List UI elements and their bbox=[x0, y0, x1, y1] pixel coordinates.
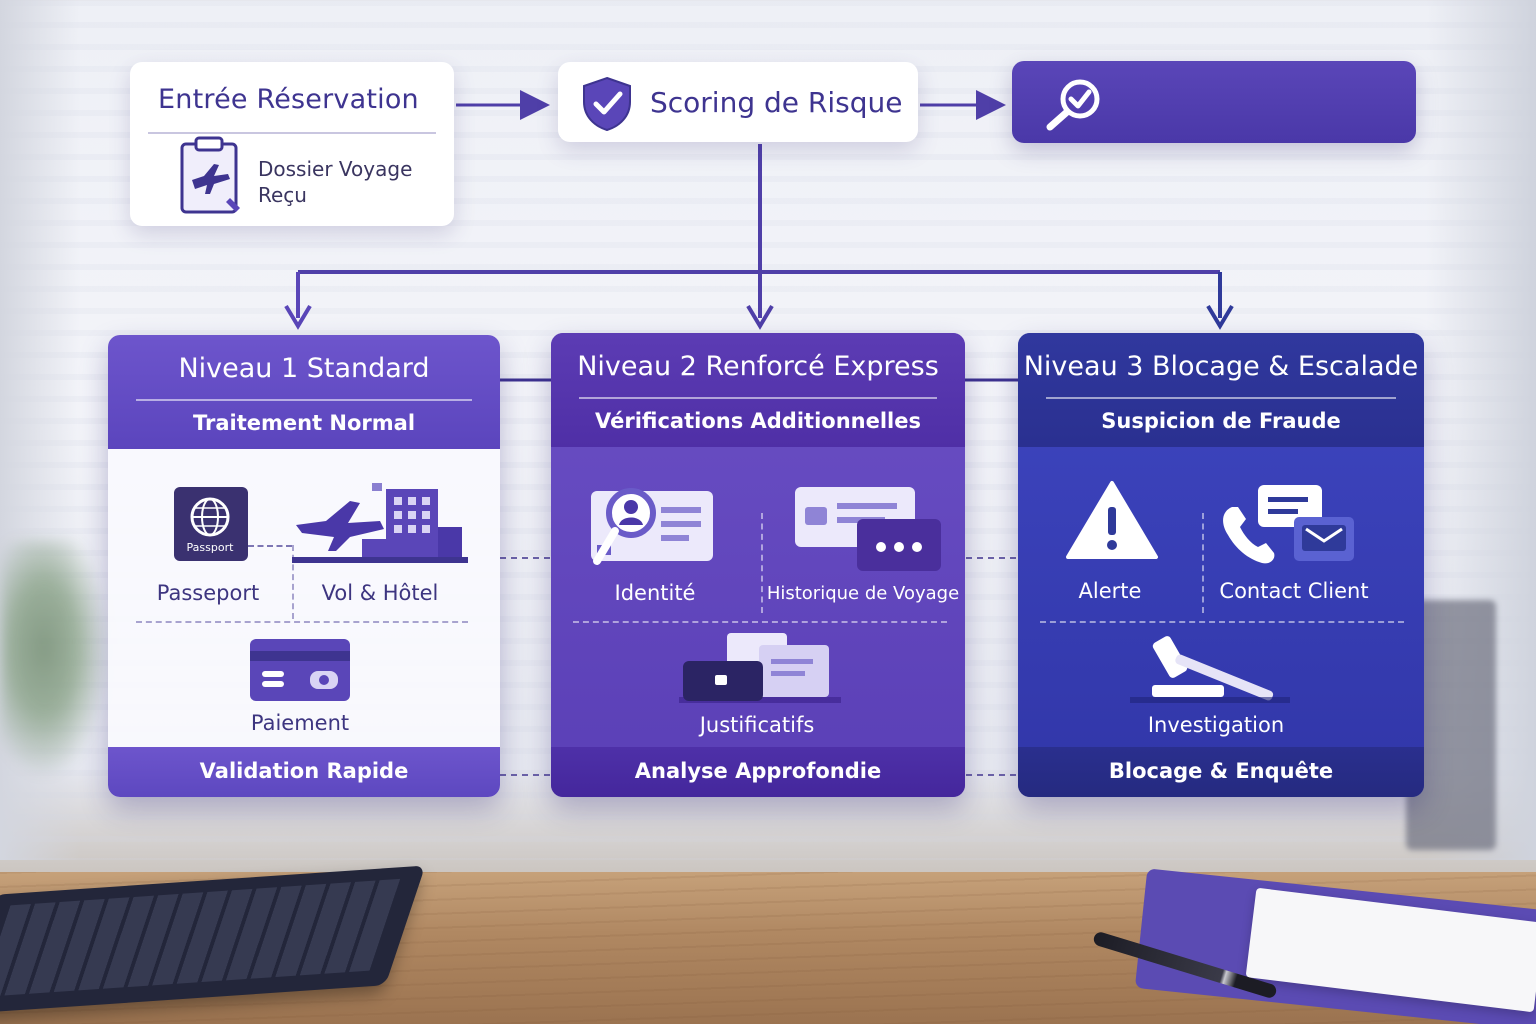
level-1-title: Niveau 1 Standard bbox=[178, 353, 430, 384]
plane-hotel-icon bbox=[292, 483, 468, 563]
level-2-subtitle: Vérifications Additionnelles bbox=[595, 409, 921, 433]
level-3-footer: Blocage & Enquête bbox=[1018, 747, 1424, 797]
entry-subtitle-line2: Reçu bbox=[258, 183, 307, 207]
level-2-footer: Analyse Approfondie bbox=[551, 747, 965, 797]
credit-card-icon bbox=[250, 639, 350, 701]
arrowhead-level-3 bbox=[1206, 304, 1234, 330]
level-3-panel: Niveau 3 Blocage & Escalade Suspicion de… bbox=[1018, 333, 1424, 797]
level-1-divider bbox=[136, 399, 472, 401]
passport-icon-text: Passport bbox=[187, 541, 235, 554]
level-2-footer-label: Analyse Approfondie bbox=[634, 759, 882, 783]
level-1-footer-label: Validation Rapide bbox=[199, 759, 409, 783]
level-3-dash-separator bbox=[1040, 621, 1404, 623]
entry-subtitle-line1: Dossier Voyage bbox=[258, 157, 413, 181]
entry-subtitle: Dossier Voyage Reçu bbox=[258, 156, 438, 208]
documents-briefcase-icon bbox=[679, 633, 841, 703]
level-3-item-investigation: Investigation bbox=[1147, 713, 1285, 737]
phone-message-icon bbox=[1223, 485, 1354, 564]
verification-box bbox=[1012, 61, 1416, 143]
entry-divider bbox=[148, 132, 436, 134]
level-1-panel: Niveau 1 Standard Traitement Normal Pass… bbox=[108, 335, 500, 797]
warning-icon bbox=[1066, 481, 1158, 559]
level-2-item-travel-history: Historique de Voyage bbox=[766, 583, 960, 604]
entry-title: Entrée Réservation bbox=[158, 84, 419, 115]
level-3-item-contact-client: Contact Client bbox=[1219, 579, 1369, 603]
level-3-divider bbox=[1046, 397, 1396, 399]
level-2-dash-vertical bbox=[761, 513, 763, 613]
arrowhead-level-1 bbox=[284, 304, 312, 330]
background-plant bbox=[0, 540, 110, 780]
level-2-panel: Niveau 2 Renforcé Express Vérifications … bbox=[551, 333, 965, 797]
gavel-icon bbox=[1130, 636, 1290, 703]
level-2-item-supporting-docs: Justificatifs bbox=[699, 713, 815, 737]
level-3-subtitle: Suspicion de Fraude bbox=[1101, 409, 1341, 433]
scoring-title: Scoring de Risque bbox=[650, 86, 903, 119]
level-1-dash-separator bbox=[136, 621, 468, 623]
level-1-header: Niveau 1 Standard Traitement Normal bbox=[108, 335, 500, 449]
id-magnifier-icon bbox=[591, 488, 713, 565]
arrowhead-level-2 bbox=[746, 304, 774, 330]
level-2-item-identity: Identité bbox=[614, 581, 696, 605]
level-1-dash-vertical bbox=[292, 545, 294, 619]
level-3-footer-label: Blocage & Enquête bbox=[1108, 759, 1334, 783]
level-3-title: Niveau 3 Blocage & Escalade bbox=[1023, 351, 1419, 382]
shield-check-icon bbox=[583, 76, 631, 132]
level-2-dash-separator bbox=[573, 621, 947, 623]
level-3-item-alert: Alerte bbox=[1078, 579, 1142, 603]
risk-scoring-card: Scoring de Risque bbox=[558, 62, 918, 142]
level-3-header: Niveau 3 Blocage & Escalade Suspicion de… bbox=[1018, 333, 1424, 447]
clipboard-plane-icon bbox=[180, 136, 240, 214]
passport-icon: Passport bbox=[174, 487, 248, 561]
level-1-dash-connector bbox=[248, 545, 292, 547]
level-2-title: Niveau 2 Renforcé Express bbox=[577, 351, 939, 382]
level-1-item-passport: Passeport bbox=[156, 581, 260, 605]
level-1-item-payment: Paiement bbox=[250, 711, 350, 735]
level-2-header: Niveau 2 Renforcé Express Vérifications … bbox=[551, 333, 965, 447]
magnifier-check-icon bbox=[1046, 79, 1100, 131]
entry-booking-card: Entrée Réservation Dossier Voyage Reçu bbox=[130, 62, 454, 226]
tickets-icon bbox=[795, 487, 941, 571]
level-3-dash-vertical bbox=[1202, 513, 1204, 613]
level-2-divider bbox=[579, 397, 937, 399]
level-1-footer: Validation Rapide bbox=[108, 747, 500, 797]
level-1-subtitle: Traitement Normal bbox=[192, 411, 416, 435]
level-1-item-flight-hotel: Vol & Hôtel bbox=[321, 581, 439, 605]
